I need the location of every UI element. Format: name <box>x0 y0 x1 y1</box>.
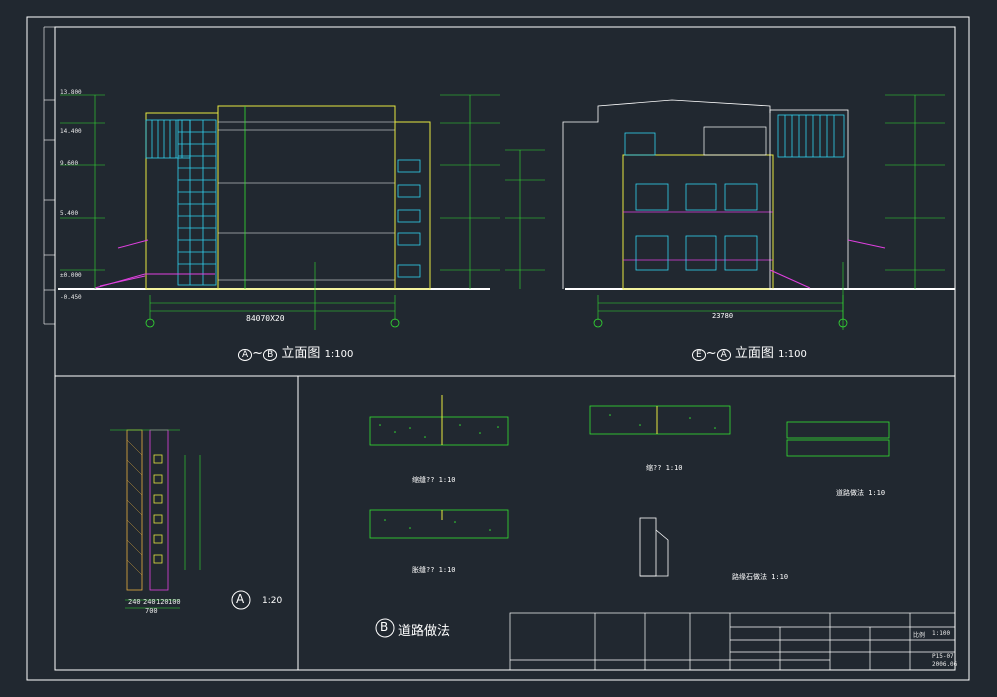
detail-b-mark: B <box>380 620 389 634</box>
detail-a-dim-3: 120 <box>156 598 169 606</box>
elev-mark-6: -0.450 <box>60 294 82 301</box>
total-dim-right: 23780 <box>712 312 734 320</box>
detail-a-dim-4: 100 <box>168 598 181 606</box>
road-section-title-3: 缩?? 1:10 <box>646 464 683 472</box>
binding-strip <box>43 26 55 325</box>
title-block-scale-value: 1:100 <box>932 630 951 637</box>
detail-a-dim-1: 240 <box>128 598 141 606</box>
axis-from-left: A <box>238 349 253 361</box>
right-elevation <box>505 94 955 330</box>
road-details <box>369 395 890 638</box>
detail-a-scale: 1:20 <box>262 596 283 606</box>
elev-mark-5: ±0.000 <box>60 272 82 279</box>
elevation-title-right: E~A 立面图 1:100 <box>692 342 807 361</box>
total-dim-left: 84070X20 <box>246 314 285 323</box>
road-section-title-4: 道路做法 1:10 <box>836 489 886 497</box>
title-block-drawing-no: P15-07 <box>932 653 954 660</box>
left-elevation <box>58 94 500 330</box>
detail-b-title: 道路做法 <box>398 624 451 639</box>
elev-mark-4: 5.400 <box>60 210 79 217</box>
elevation-title-text-right: 立面图 <box>734 346 774 361</box>
elevation-scale-right: 1:100 <box>778 349 807 360</box>
axis-to-right: A <box>716 349 731 361</box>
detail-a-dim-5: 700 <box>145 607 158 615</box>
title-block-scale-label: 比例 <box>913 632 926 639</box>
detail-a-mark: A <box>236 592 245 606</box>
axis-from-right: E <box>692 349 706 361</box>
elev-mark-2: 14.400 <box>60 128 82 135</box>
road-section-title-5: 路缘石做法 1:10 <box>732 573 789 581</box>
elev-mark-1: 13.800 <box>60 89 82 96</box>
elevation-title-text-left: 立面图 <box>281 346 321 361</box>
road-section-title-1: 缩缝?? 1:10 <box>412 476 456 484</box>
title-block <box>509 612 956 671</box>
wall-detail-a <box>110 429 251 610</box>
elevation-title-left: A~B 立面图 1:100 <box>238 342 353 361</box>
title-block-date: 2006.06 <box>932 661 958 668</box>
axis-to-left: B <box>263 349 278 361</box>
road-section-title-2: 胀缝?? 1:10 <box>412 566 456 574</box>
elevation-scale-left: 1:100 <box>324 349 354 360</box>
sheet-outer-border <box>26 16 970 681</box>
elev-mark-3: 9.600 <box>60 160 79 167</box>
detail-a-dim-2: 240 <box>143 598 156 606</box>
sheet-inner-border <box>54 26 956 671</box>
